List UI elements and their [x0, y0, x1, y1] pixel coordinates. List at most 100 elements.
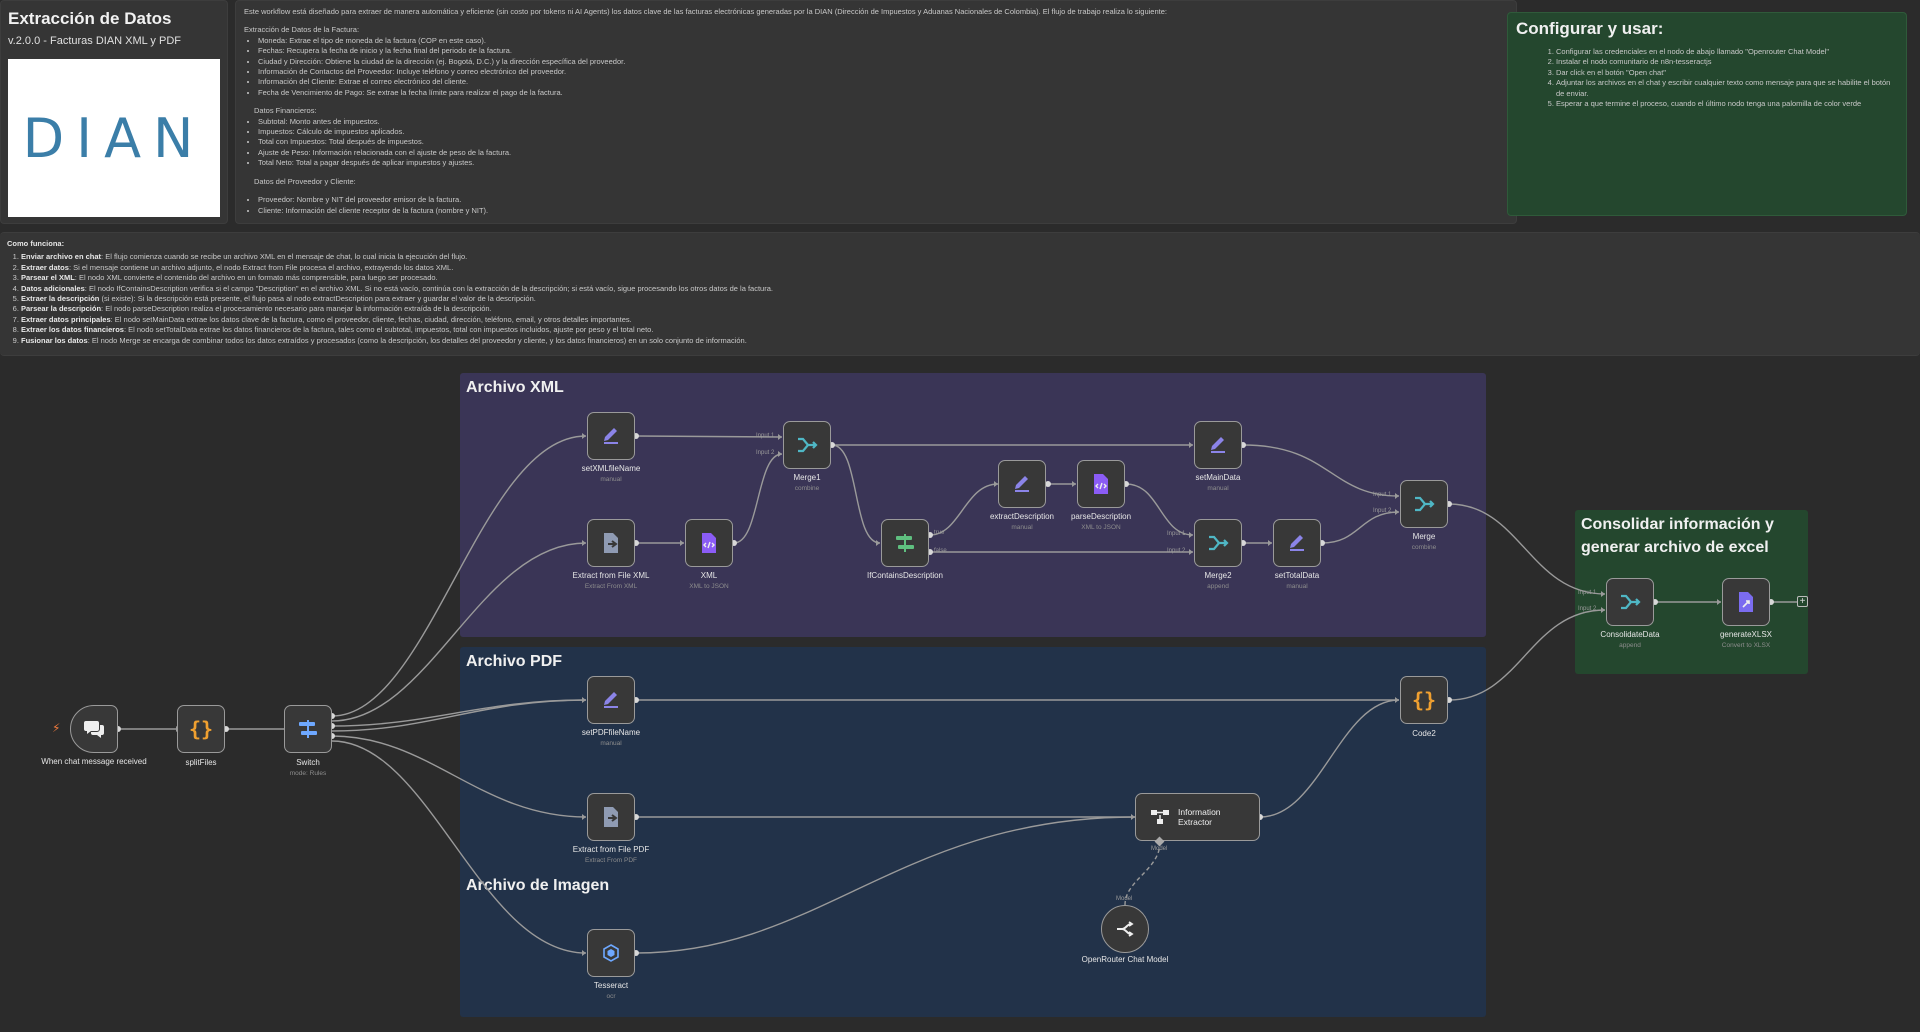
how-step-text: (si existe): Si la descripción está pres…	[99, 294, 536, 304]
config-step: Dar click en el botón "Open chat"	[1556, 68, 1898, 78]
node-extract-from-file-pdf[interactable]	[587, 793, 635, 841]
group-title-pdf: Archivo PDF	[466, 653, 563, 670]
add-node-plus-icon[interactable]: +	[1797, 596, 1808, 607]
node-splitfiles[interactable]: {}	[177, 705, 225, 753]
consolidate-input1-label: Input 1	[1578, 590, 1597, 596]
extractpdf-sub-text: Extract From PDF	[584, 856, 637, 864]
node-merge2[interactable]	[1194, 519, 1242, 567]
group-title-xml: Archivo XML	[466, 379, 564, 396]
node-switch[interactable]	[284, 705, 332, 753]
code-braces-icon: {}	[188, 717, 214, 741]
consolidate-input2-label: Input 2	[1578, 606, 1597, 612]
edge-model-info	[1124, 841, 1161, 906]
group-title-excel: Consolidar información y generar archivo…	[1581, 516, 1774, 556]
how-step-bold: Extraer la descripción	[21, 294, 100, 304]
intro-section2: Datos Financieros:	[254, 106, 317, 116]
node-parsedescription[interactable]	[1077, 460, 1125, 508]
edge-if-true-extractdesc	[929, 483, 999, 536]
info-extractor-label: Information Extractor	[1178, 807, 1221, 827]
config-steps: Configurar las credenciales en el nodo d…	[1516, 47, 1898, 109]
pencil-icon	[1290, 535, 1304, 551]
intro-list1: Moneda: Extrae el tipo de moneda de la f…	[244, 36, 1508, 98]
label-extract-from-file-pdf: Extract from File PDF Extract From PDF	[551, 845, 671, 865]
pencil-icon	[1211, 437, 1225, 453]
node-openrouter-chat-model[interactable]	[1101, 905, 1149, 953]
node-setmaindata[interactable]	[1194, 421, 1242, 469]
node-code2[interactable]: {}	[1400, 676, 1448, 724]
label-code2: Code2	[1412, 729, 1436, 738]
header-note[interactable]: Extracción de Datos v.2.0.0 - Facturas D…	[0, 0, 228, 224]
how-step-text: : El nodo IfContainsDescription verifica…	[84, 283, 773, 293]
node-generatexlsx[interactable]	[1722, 578, 1770, 626]
dian-logo-text: DIAN	[22, 106, 206, 170]
pencil-icon	[604, 692, 618, 708]
intro-list-item: Impuestos: Cálculo de impuestos aplicado…	[258, 127, 1508, 137]
merge-label-text: Merge	[1412, 532, 1436, 541]
node-settotaldata[interactable]	[1273, 519, 1321, 567]
edge-setmain-merge	[1242, 444, 1400, 497]
xml-file-icon	[1094, 474, 1108, 494]
merge1-input2-label: Input 2	[756, 450, 775, 456]
chat-icon	[84, 721, 104, 738]
intro-note[interactable]: Este workflow está diseñado para extraer…	[235, 0, 1517, 224]
setpdf-sub-text: manual	[600, 739, 622, 747]
how-note[interactable]: Como funciona: Enviar archivo en chat: E…	[0, 232, 1920, 356]
node-extractdescription[interactable]	[998, 460, 1046, 508]
node-extract-from-file-xml[interactable]	[587, 519, 635, 567]
node-setxmlfilename[interactable]	[587, 412, 635, 460]
edge-merge1-ifcontains	[831, 444, 881, 544]
if-icon	[896, 534, 914, 552]
node-setpdffilename[interactable]	[587, 676, 635, 724]
intro-list-item: Ajuste de Peso: Información relacionada …	[258, 148, 1508, 158]
merge-input2-label: Input 2	[1373, 508, 1392, 514]
node-when-chat-message[interactable]	[70, 705, 118, 753]
config-step: Instalar el nodo comunitario de n8n-tess…	[1556, 57, 1898, 67]
merge-icon	[798, 437, 818, 453]
how-steps: Enviar archivo en chat: El flujo comienz…	[7, 252, 1913, 346]
node-xml[interactable]	[685, 519, 733, 567]
node-ifcontainsdescription[interactable]	[881, 519, 929, 567]
setpdf-label-text: setPDFfileName	[581, 728, 641, 737]
intro-list-item: Moneda: Extrae el tipo de moneda de la f…	[258, 36, 1508, 46]
node-merge[interactable]	[1400, 480, 1448, 528]
edge-switch-setpdf-a	[331, 699, 587, 727]
label-when-chat-message: When chat message received	[41, 757, 147, 766]
setxml-sub-text: manual	[600, 475, 622, 483]
workflow-title: Extracción de Datos	[8, 9, 172, 28]
edge-code2-consolidate	[1448, 609, 1606, 701]
intro-list-item: Total con Impuestos: Total después de im…	[258, 137, 1508, 147]
how-step: Parsear la descripción: El nodo parseDes…	[21, 304, 1913, 314]
intro-list2: Subtotal: Monto antes de impuestos.Impue…	[244, 117, 1508, 169]
xlsx-file-icon	[1739, 592, 1753, 612]
label-setpdffilename: setPDFfileName manual	[551, 728, 671, 748]
tesseract-label-text: Tesseract	[593, 981, 629, 990]
node-consolidatedata[interactable]	[1606, 578, 1654, 626]
config-step: Esperar a que termine el proceso, cuando…	[1556, 99, 1898, 109]
edge-switch-setxml	[331, 435, 587, 717]
config-note[interactable]: Configurar y usar: Configurar las creden…	[1507, 12, 1907, 216]
workflow-version: v.2.0.0 - Facturas DIAN XML y PDF	[8, 35, 181, 47]
node-information-extractor[interactable]: Information Extractor	[1135, 793, 1260, 841]
setxml-label-text: setXMLfileName	[581, 464, 641, 473]
config-step: Configurar las credenciales en el nodo d…	[1556, 47, 1898, 57]
extractpdf-label-text: Extract from File PDF	[572, 845, 650, 854]
edge-switch-tesseract	[331, 740, 587, 954]
pencil-icon	[1015, 476, 1029, 492]
node-merge1[interactable]	[783, 421, 831, 469]
merge1-label-text: Merge1	[793, 473, 821, 482]
intro-list-item: Información del Cliente: Extrae el corre…	[258, 77, 1508, 87]
file-extract-icon	[604, 807, 618, 827]
file-extract-icon	[604, 533, 618, 553]
node-tesseract[interactable]	[587, 929, 635, 977]
how-step-text: : El nodo setMainData extrae los datos c…	[110, 314, 632, 324]
edge-parse-merge2	[1125, 483, 1194, 536]
xml-sub-text: XML to JSON	[689, 582, 729, 590]
openrouter-model-port-label: Model	[1116, 896, 1133, 902]
intro-list-item: Subtotal: Monto antes de impuestos.	[258, 117, 1508, 127]
